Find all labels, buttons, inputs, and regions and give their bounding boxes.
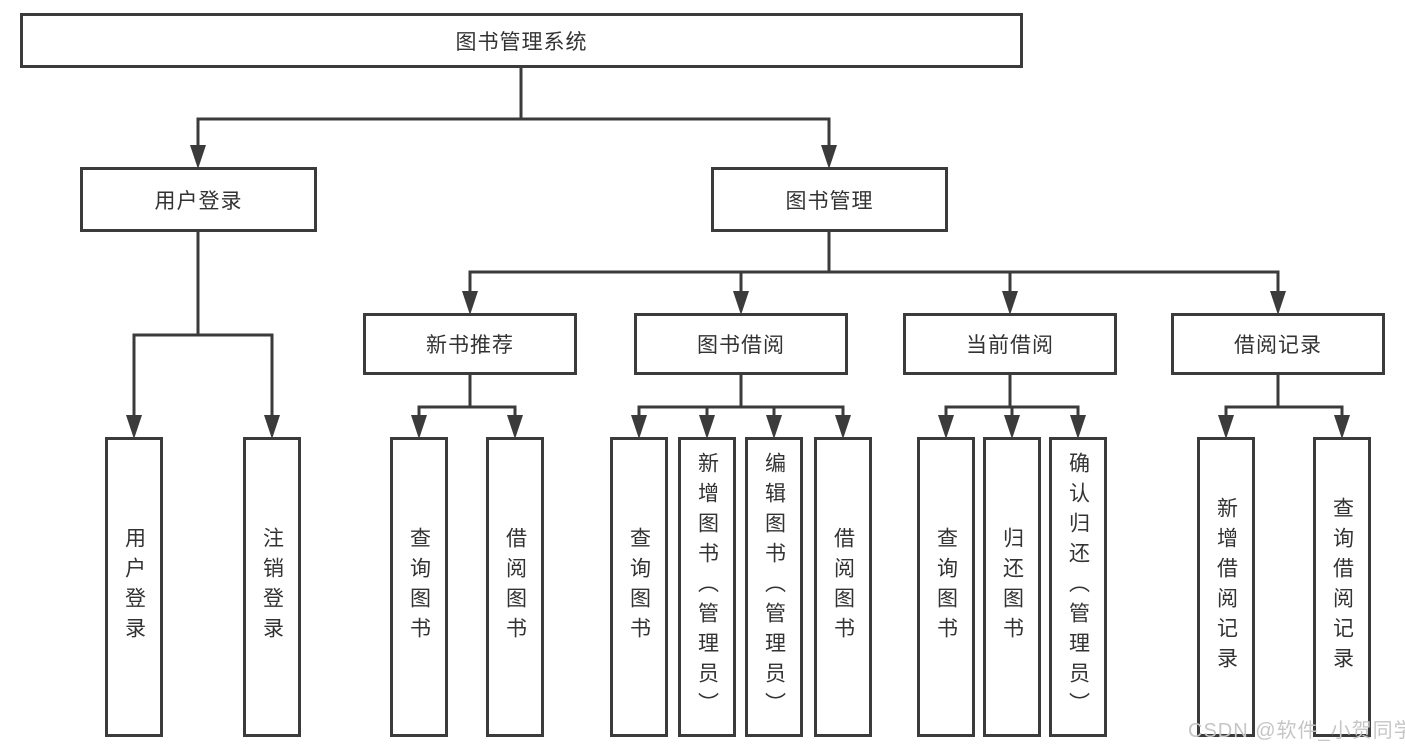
arrowhead-icons <box>126 145 1350 439</box>
node-label: 借阅记录 <box>1234 334 1322 357</box>
node-library-management-system: 图书管理系统 <box>20 13 1023 68</box>
node-label: 注销登录 <box>260 527 284 647</box>
node-label: 新书推荐 <box>426 334 514 357</box>
node-label: 图书管理 <box>785 189 874 213</box>
leaf-logout: 注销登录 <box>243 437 301 737</box>
node-book-management: 图书管理 <box>711 167 948 232</box>
leaf-query-books-recommend: 查询图书 <box>390 437 448 737</box>
node-label: 用户登录 <box>122 527 146 647</box>
leaf-confirm-return-admin: 确认归还（管理员） <box>1049 437 1107 737</box>
leaf-add-borrow-record: 新增借阅记录 <box>1197 437 1255 737</box>
leaf-query-borrow-record: 查询借阅记录 <box>1313 437 1371 737</box>
node-label: 确认归还（管理员） <box>1066 452 1090 722</box>
node-label: 编辑图书（管理员） <box>762 452 786 722</box>
leaf-add-books-admin: 新增图书（管理员） <box>678 437 736 737</box>
node-label: 归还图书 <box>1000 527 1024 647</box>
node-label: 图书借阅 <box>697 334 785 357</box>
node-label: 查询图书 <box>407 527 431 647</box>
node-user-login: 用户登录 <box>80 167 317 232</box>
node-current-borrowing: 当前借阅 <box>903 313 1117 375</box>
leaf-borrow-books: 借阅图书 <box>814 437 872 737</box>
node-book-borrowing: 图书借阅 <box>634 313 848 375</box>
node-label: 借阅图书 <box>503 527 527 647</box>
node-label: 用户登录 <box>154 189 243 213</box>
leaf-query-books-borrowing: 查询图书 <box>610 437 668 737</box>
node-label: 当前借阅 <box>966 334 1054 357</box>
node-new-book-recommendation: 新书推荐 <box>363 313 577 375</box>
node-label: 图书管理系统 <box>455 30 588 54</box>
node-borrowing-records: 借阅记录 <box>1171 313 1385 375</box>
leaf-edit-books-admin: 编辑图书（管理员） <box>745 437 803 737</box>
leaf-borrow-books-recommend: 借阅图书 <box>486 437 544 737</box>
leaf-user-login: 用户登录 <box>105 437 163 737</box>
leaf-return-books: 归还图书 <box>983 437 1041 737</box>
node-label: 查询借阅记录 <box>1330 497 1354 677</box>
node-label: 新增图书（管理员） <box>695 452 719 722</box>
node-label: 借阅图书 <box>831 527 855 647</box>
node-label: 查询图书 <box>627 527 651 647</box>
watermark-text: CSDN @软件_小贺同学 <box>1188 720 1405 742</box>
node-label: 查询图书 <box>934 527 958 647</box>
leaf-query-books-current: 查询图书 <box>917 437 975 737</box>
node-label: 新增借阅记录 <box>1214 497 1238 677</box>
